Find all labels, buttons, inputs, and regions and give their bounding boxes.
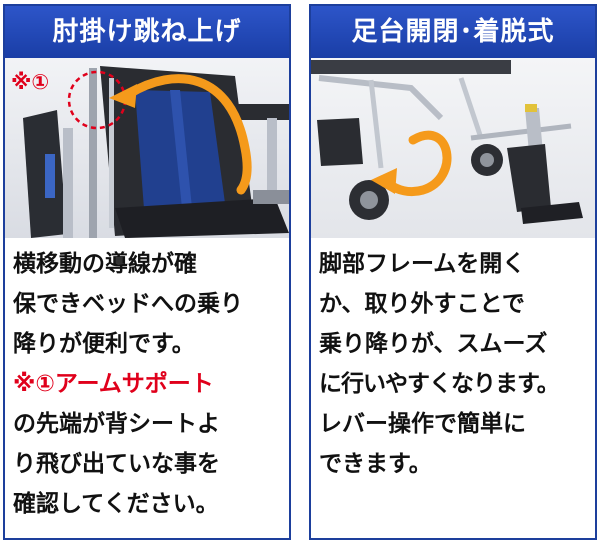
description-line: 確認してください。	[13, 491, 219, 517]
description-line: レバー操作で簡単に	[319, 411, 526, 437]
description-line: 降りが便利です。	[13, 331, 195, 357]
description-line: に行いやすくなります。	[319, 371, 560, 397]
description-line: か、取り外すことで	[319, 291, 525, 317]
description-line: 乗り降りが、スムーズ	[319, 331, 548, 357]
note-one-text: ※①アームサポート	[13, 371, 214, 397]
footrest-open-removable-title: 足台開閉･着脱式	[311, 6, 595, 58]
description-line: 保できベッドへの乗り	[13, 291, 243, 317]
footrest-open-removable-panel: 足台開閉･着脱式	[309, 4, 597, 540]
description-line: の先端が背シートよ	[13, 411, 220, 437]
footrest-description: 脚部フレームを開く か、取り外すことで 乗り降りが、スムーズ に行いやすくなりま…	[311, 238, 595, 538]
armrest-flip-up-photo: ※①	[5, 58, 289, 238]
description-line: 横移動の導線が確	[13, 251, 197, 277]
description-line: り飛び出ていな事を	[13, 451, 220, 477]
wheelchair-footrest-illustration	[311, 58, 595, 238]
note-one-marker: ※①	[11, 70, 50, 94]
armrest-flip-up-description: 横移動の導線が確 保できベッドへの乗り 降りが便利です。 ※①アームサポート の…	[5, 238, 289, 538]
wheelchair-armrest-illustration	[5, 58, 289, 238]
armrest-flip-up-title: 肘掛け跳ね上げ	[5, 6, 289, 58]
description-line: できます。	[319, 451, 432, 477]
armrest-flip-up-panel: 肘掛け跳ね上げ	[3, 4, 291, 540]
description-line: 脚部フレームを開く	[319, 251, 526, 277]
footrest-photo	[311, 58, 595, 238]
